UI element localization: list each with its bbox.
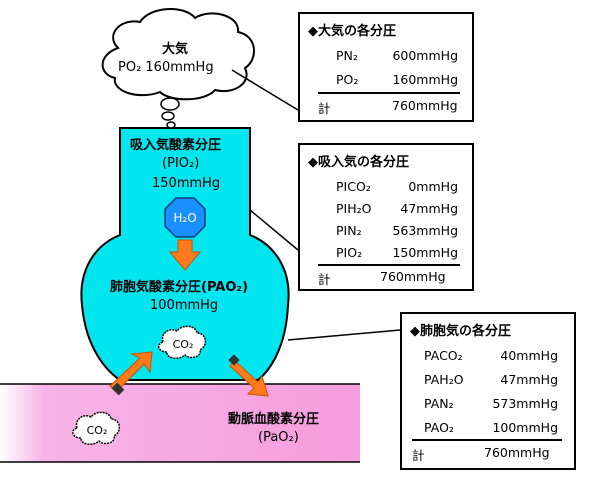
row-key: PIH₂O <box>336 201 372 216</box>
pointer-line-atmosphere <box>231 69 299 111</box>
alveolar-co2-label: CO₂ <box>173 338 194 351</box>
box-title: ◆吸入気の各分圧 <box>308 155 409 170</box>
water-label: H₂O <box>173 211 196 225</box>
alveolar-title: 肺胞気酸素分圧(PAO₂) <box>110 280 249 295</box>
atmosphere-cloud <box>101 8 255 101</box>
sum-label: 計 <box>318 272 331 287</box>
down-arrow <box>168 239 202 271</box>
artery-title: 動脈血酸素分圧 <box>228 412 320 427</box>
artery-co2-label: CO₂ <box>87 424 108 437</box>
row-key: PAN₂ <box>424 396 454 411</box>
pointer-line-inspired <box>249 209 299 251</box>
row-key: PN₂ <box>336 48 358 63</box>
atmosphere-value: PO₂ 160mmHg <box>118 60 214 75</box>
row-key: PAO₂ <box>424 420 454 435</box>
row-value: 150mmHg <box>392 245 458 260</box>
artery-symbol: (PaO₂) <box>258 430 299 445</box>
water-octagon <box>164 197 206 238</box>
sum-divider <box>318 264 460 266</box>
row-key: PIO₂ <box>336 245 363 260</box>
o2-to-artery-arrow <box>229 359 269 397</box>
atmosphere-title: 大気 <box>162 42 189 57</box>
row-value: 573mmHg <box>492 396 558 411</box>
alveolar-co2-cloud <box>158 325 206 360</box>
row-key: PACO₂ <box>424 348 463 363</box>
row-key: PAH₂O <box>424 372 464 387</box>
row-value: 40mmHg <box>500 348 558 363</box>
box-title: ◆肺胞気の各分圧 <box>410 324 511 339</box>
row-value: 47mmHg <box>500 372 558 387</box>
alveolar-pressure-box: ◆肺胞気の各分圧 PACO₂ 40mmHg PAH₂O 47mmHg PAN₂ … <box>400 312 576 470</box>
row-value: 100mmHg <box>492 420 558 435</box>
alveolar-value: 100mmHg <box>150 298 219 313</box>
sum-label: 計 <box>412 448 425 463</box>
inspired-pressure-box: ◆吸入気の各分圧 PICO₂ 0mmHg PIH₂O 47mmHg PIN₂ 5… <box>298 143 474 291</box>
row-key: PO₂ <box>336 72 359 87</box>
atmosphere-pressure-box: ◆大気の各分圧 PN₂ 600mmHg PO₂ 160mmHg 計 760mmH… <box>298 12 474 122</box>
sum-value: 760mmHg <box>380 269 446 284</box>
row-key: PIN₂ <box>336 223 362 238</box>
artery-vessel <box>0 384 360 462</box>
inspired-value: 150mmHg <box>152 176 221 191</box>
inspired-symbol: (PIO₂) <box>162 156 200 171</box>
artery-co2-cloud <box>72 411 120 446</box>
box-title: ◆大気の各分圧 <box>308 24 396 39</box>
row-value: 600mmHg <box>392 48 458 63</box>
row-value: 160mmHg <box>392 72 458 87</box>
sum-divider <box>412 439 562 441</box>
sum-label: 計 <box>318 101 331 116</box>
pointer-line-alveolar <box>287 329 401 341</box>
row-value: 47mmHg <box>400 201 458 216</box>
inspired-title: 吸入気酸素分圧 <box>130 138 222 153</box>
sum-value: 760mmHg <box>392 98 458 113</box>
sum-value: 760mmHg <box>484 445 550 460</box>
row-key: PICO₂ <box>336 179 371 194</box>
row-value: 563mmHg <box>392 223 458 238</box>
row-value: 0mmHg <box>408 179 458 194</box>
sum-divider <box>318 92 460 94</box>
